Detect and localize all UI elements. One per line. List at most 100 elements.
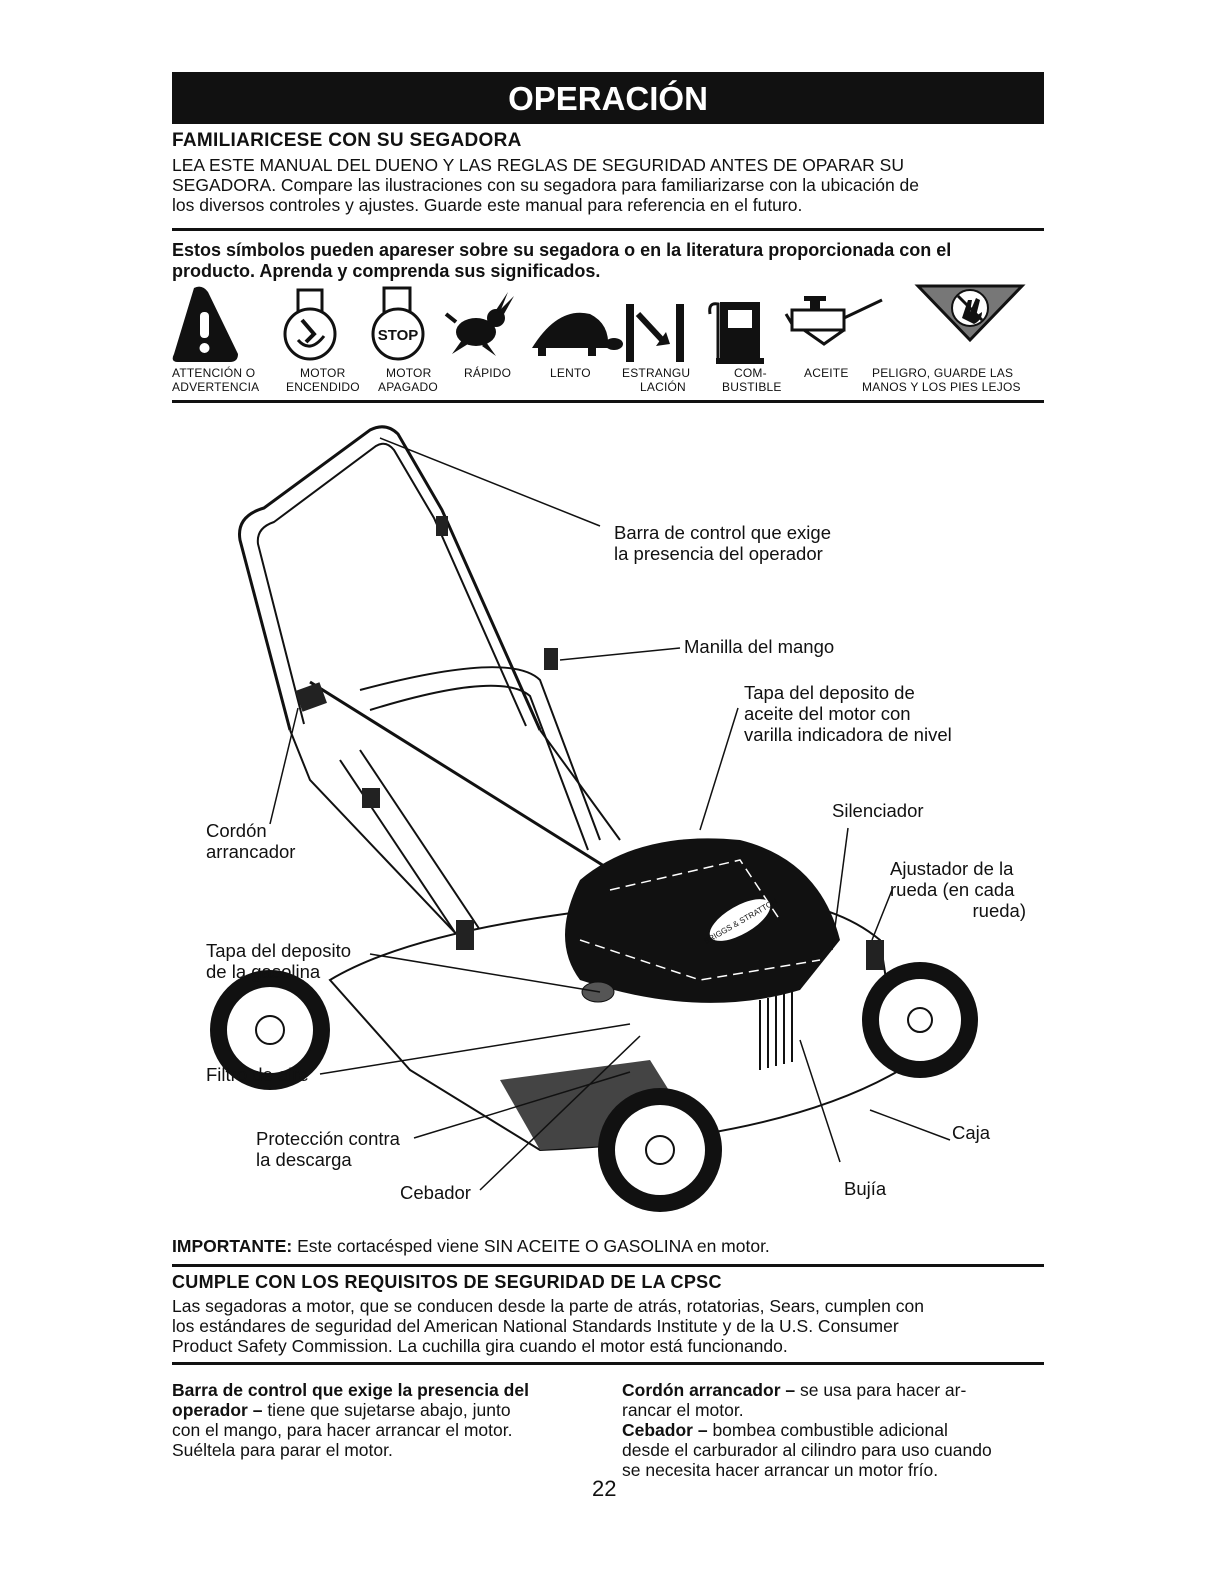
text-line: se necesita hacer arrancar un motor frío… [622,1460,939,1480]
callout-muffler: Silenciador [832,800,924,821]
label-line: Cebador [400,1182,471,1203]
rear-left-wheel [210,970,330,1090]
page-number: 22 [592,1476,617,1501]
text-line: con el mango, para hacer arrancar el mot… [172,1420,513,1440]
label-line: Tapa del deposito de [744,682,915,703]
definition-term: Cordón arrancador – [622,1380,796,1400]
divider [172,1362,1044,1365]
text-line: desde el carburador al cilindro para uso… [622,1440,992,1460]
section-heading-cpsc: CUMPLE CON LOS REQUISITOS DE SEGURIDAD D… [172,1272,722,1292]
divider [172,1264,1044,1267]
callout-air-filter: Filtro de aire [206,1064,309,1085]
label-line: MANOS Y LOS PIES LEJOS [862,380,1021,394]
label-line: LENTO [550,366,591,380]
divider [172,228,1044,231]
label-line: arrancador [206,841,296,862]
definition-term: operador – [172,1400,263,1420]
text-line: Estos símbolos pueden apareser sobre su … [172,240,952,260]
page-title-banner: OPERACIÓN [172,72,1044,124]
definition-term: Cebador – [622,1420,708,1440]
label-line: MOTOR [300,366,346,380]
symbol-label-oil: ACEITE [804,366,849,380]
text-line: Cebador – bombea combustible adicional [622,1420,1044,1440]
label-line: Manilla del mango [684,636,835,657]
label-line: Ajustador de la [890,858,1014,879]
text-line: producto. Aprenda y comprenda sus signif… [172,261,601,281]
symbols-row: STOP [172,284,1026,364]
label-line: COM- [734,366,767,380]
label-line: APAGADO [378,380,438,394]
oil-can-icon [784,296,883,346]
label-line: rueda (en cada [890,879,1015,900]
label-line: LACIÓN [640,380,686,394]
engine-start-icon [283,288,337,361]
label-line: ADVERTENCIA [172,380,260,394]
important-text: Este cortacésped viene SIN ACEITE O GASO… [292,1236,770,1256]
text-line: rancar el motor. [622,1400,744,1420]
label-line: Protección contra [256,1128,400,1149]
label-line: MOTOR [386,366,432,380]
text-line: Las segadoras a motor, que se conducen d… [172,1296,924,1316]
engine-stop-icon: STOP [371,286,425,361]
label-line: rueda) [972,900,1026,921]
label-line: Filtro de aire [206,1064,309,1085]
label-line: ESTRANGU [622,366,691,380]
label-line: RÁPIDO [464,366,512,380]
definition-text: tiene que sujetarse abajo, junto [262,1400,511,1420]
text-line: Cordón arrancador – se usa para hacer ar… [622,1380,1044,1400]
definition-control-bar: Barra de control que exige la presencia … [172,1380,602,1460]
divider [172,400,1044,403]
rear-right-wheel [862,962,978,1078]
text-line: los diversos controles y ajustes. Guarde… [172,195,803,215]
callout-spark-plug: Bujía [844,1178,886,1199]
front-wheel [598,1088,722,1212]
text-line: SEGADORA. Compare las ilustraciones con … [172,175,920,195]
label-line: la descarga [256,1149,352,1170]
definitions-right: Cordón arrancador – se usa para hacer ar… [622,1380,1044,1480]
text-line: los estándares de seguridad del American… [172,1316,899,1336]
label-line: Cordón [206,820,267,841]
label-line: Barra de control que exige [614,522,831,543]
label-line: ATTENCIÓN O [172,366,256,380]
important-label: IMPORTANTE: [172,1236,293,1256]
definition-term: Barra de control que exige la presencia … [172,1380,529,1400]
label-line: aceite del motor con [744,703,911,724]
definition-text: bombea combustible adicional [707,1420,948,1440]
label-line: Silenciador [832,800,924,821]
fuel-pump-icon [708,302,764,364]
text-line: Product Safety Commission. La cuchilla g… [172,1336,788,1356]
text-line: LEA ESTE MANUAL DEL DUENO Y LAS REGLAS D… [172,155,904,175]
label-line: de la gasolina [206,961,321,982]
label-line: ACEITE [804,366,849,380]
section-body-cpsc: Las segadoras a motor, que se conducen d… [172,1296,924,1356]
symbol-label-fuel: COM-BUSTIBLE [722,366,782,394]
section-body-familiarize: LEA ESTE MANUAL DEL DUENO Y LAS REGLAS D… [172,155,919,215]
callout-housing: Caja [952,1122,990,1143]
lawn-mower-illustration: BRIGGS & STRATTON [210,425,978,1212]
label-line: ENCENDIDO [286,380,360,394]
text-line: Suéltela para parar el motor. [172,1440,393,1460]
label-line: PELIGRO, GUARDE LAS [872,366,1014,380]
callout-handle-knob: Manilla del mango [684,636,834,657]
label-line: varilla indicadora de nivel [744,724,952,745]
turtle-slow-icon [532,312,623,356]
label-line: BUSTIBLE [722,380,782,394]
label-line: la presencia del operador [614,543,823,564]
definition-text: se usa para hacer ar- [795,1380,967,1400]
label-line: Caja [952,1122,991,1143]
symbols-intro: Estos símbolos pueden apareser sobre su … [172,240,951,282]
callout-primer: Cebador [400,1182,471,1203]
rabbit-fast-icon [444,292,514,356]
label-line: Tapa del deposito [206,940,352,961]
